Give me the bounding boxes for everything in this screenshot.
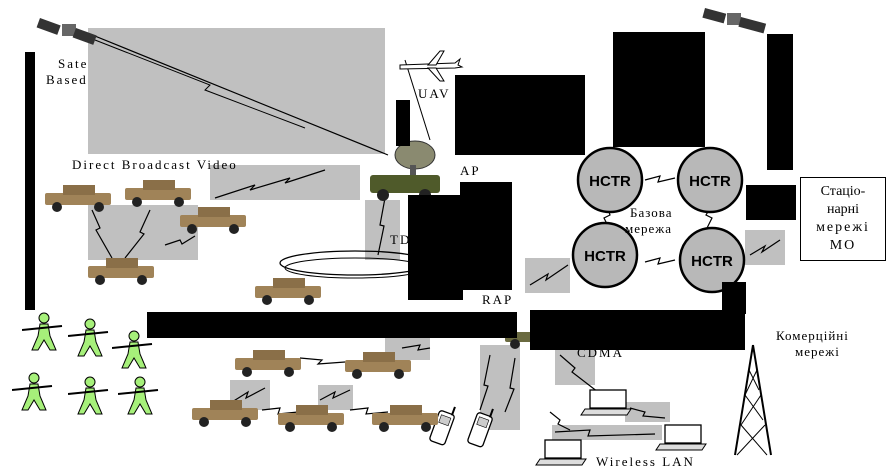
satellite-label: Sate xyxy=(58,56,89,71)
hctr-node: HCTR xyxy=(571,221,639,289)
uav-icon xyxy=(399,50,464,82)
commercial-networks-label: Комерційні xyxy=(776,328,849,343)
redaction-block xyxy=(746,185,796,220)
satellite-icon xyxy=(702,8,767,34)
hctr-label: HCTR xyxy=(584,248,626,265)
stationary-networks-box: Стаціо- нарні мережі МО xyxy=(800,177,886,261)
link-panel xyxy=(745,230,785,265)
broadcast-link-panel xyxy=(88,28,385,154)
stationary-line1: Стаціо- xyxy=(820,184,866,199)
radio-tower-icon xyxy=(734,344,772,456)
hctr-label: HCTR xyxy=(689,173,731,190)
stationary-line3: мережі xyxy=(816,220,870,235)
link-panel xyxy=(88,205,198,260)
redaction-block xyxy=(25,52,35,310)
laptop-icon xyxy=(580,389,632,416)
hctr-label: HCTR xyxy=(691,253,733,270)
stationary-line2: нарні xyxy=(826,202,860,217)
laptop-icon xyxy=(655,424,707,451)
laptop-icon xyxy=(535,439,587,466)
link-panel xyxy=(555,345,595,385)
core-network-label-line2: мережа xyxy=(625,221,673,236)
hctr-node: HCTR xyxy=(676,146,744,214)
redaction-block xyxy=(530,310,745,350)
hctr-label: HCTR xyxy=(589,173,631,190)
direct-broadcast-label: Direct Broadcast Video xyxy=(72,157,238,172)
link-panel xyxy=(552,425,662,440)
satellite-label-line2: Based xyxy=(46,72,88,87)
satellite-icon xyxy=(36,18,97,45)
ap-label: AP xyxy=(460,163,481,178)
redaction-block xyxy=(613,32,705,147)
redaction-block xyxy=(147,312,517,338)
hctr-node: HCTR xyxy=(678,226,746,294)
redaction-block xyxy=(408,195,463,300)
mobile-phone-icon xyxy=(429,406,456,446)
antenna-vehicle-icon xyxy=(370,140,440,201)
hctr-node: HCTR xyxy=(576,146,644,214)
stationary-line4: МО xyxy=(829,238,857,253)
core-network-label: Базова xyxy=(630,205,673,220)
tdma-label: TD xyxy=(390,232,412,247)
rap-label: RAP xyxy=(482,292,514,307)
commercial-networks-label-line2: мережі xyxy=(795,344,840,359)
redaction-block xyxy=(455,75,585,155)
redaction-block xyxy=(460,182,512,290)
wireless-lan-label: Wireless LAN xyxy=(596,454,695,469)
redaction-block xyxy=(767,34,793,170)
uav-label: UAV xyxy=(418,86,451,101)
mobile-phone-icon xyxy=(467,408,494,448)
redaction-block xyxy=(396,100,410,146)
redaction-block xyxy=(722,282,746,314)
